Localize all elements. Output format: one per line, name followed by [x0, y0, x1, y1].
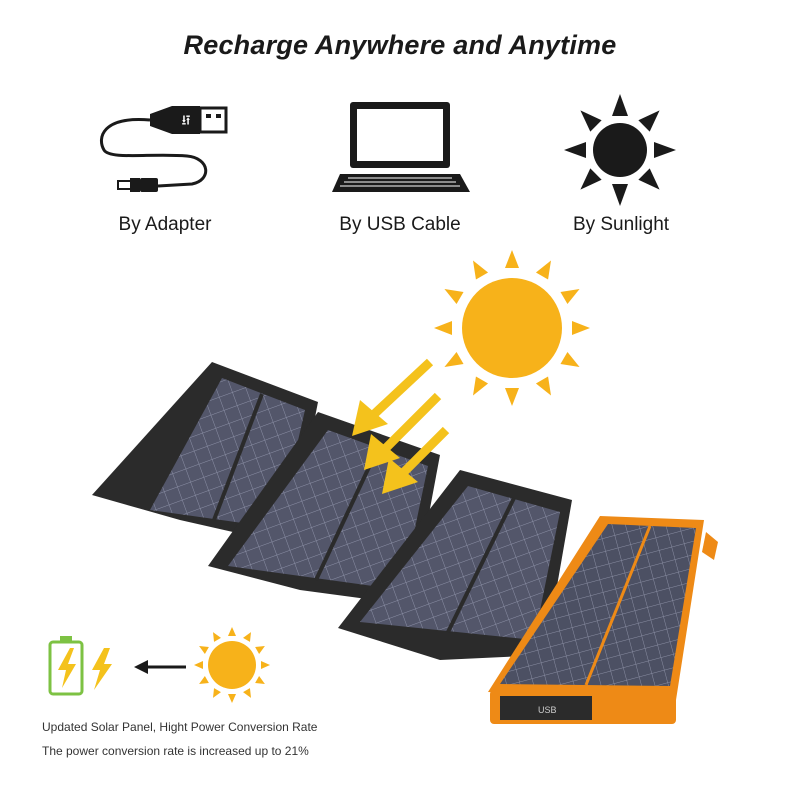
small-sun-icon: [194, 627, 270, 703]
sunlight-arrows: [352, 358, 450, 494]
svg-text:⭿: ⭿: [181, 113, 190, 129]
method-label-sunlight: By Sunlight: [572, 214, 670, 235]
page-title: Recharge Anywhere and Anytime: [183, 30, 617, 60]
caption-line-1: Updated Solar Panel, Hight Power Convers…: [42, 720, 318, 734]
power-bank: USB: [488, 516, 718, 724]
battery-icon: [48, 636, 84, 696]
sun-icon: [564, 94, 676, 206]
arrow-left-icon: [134, 660, 186, 674]
lightning-icon: [92, 648, 112, 690]
usb-port-label: USB: [538, 705, 557, 715]
large-sun-icon: [434, 250, 590, 406]
solar-panel-3: [338, 470, 572, 660]
method-label-usb-cable: By USB Cable: [339, 214, 461, 235]
caption-line-2: The power conversion rate is increased u…: [42, 744, 309, 758]
method-label-adapter: By Adapter: [118, 214, 212, 235]
laptop-icon: [332, 102, 470, 192]
usb-cable-icon: ⭿: [99, 106, 228, 192]
